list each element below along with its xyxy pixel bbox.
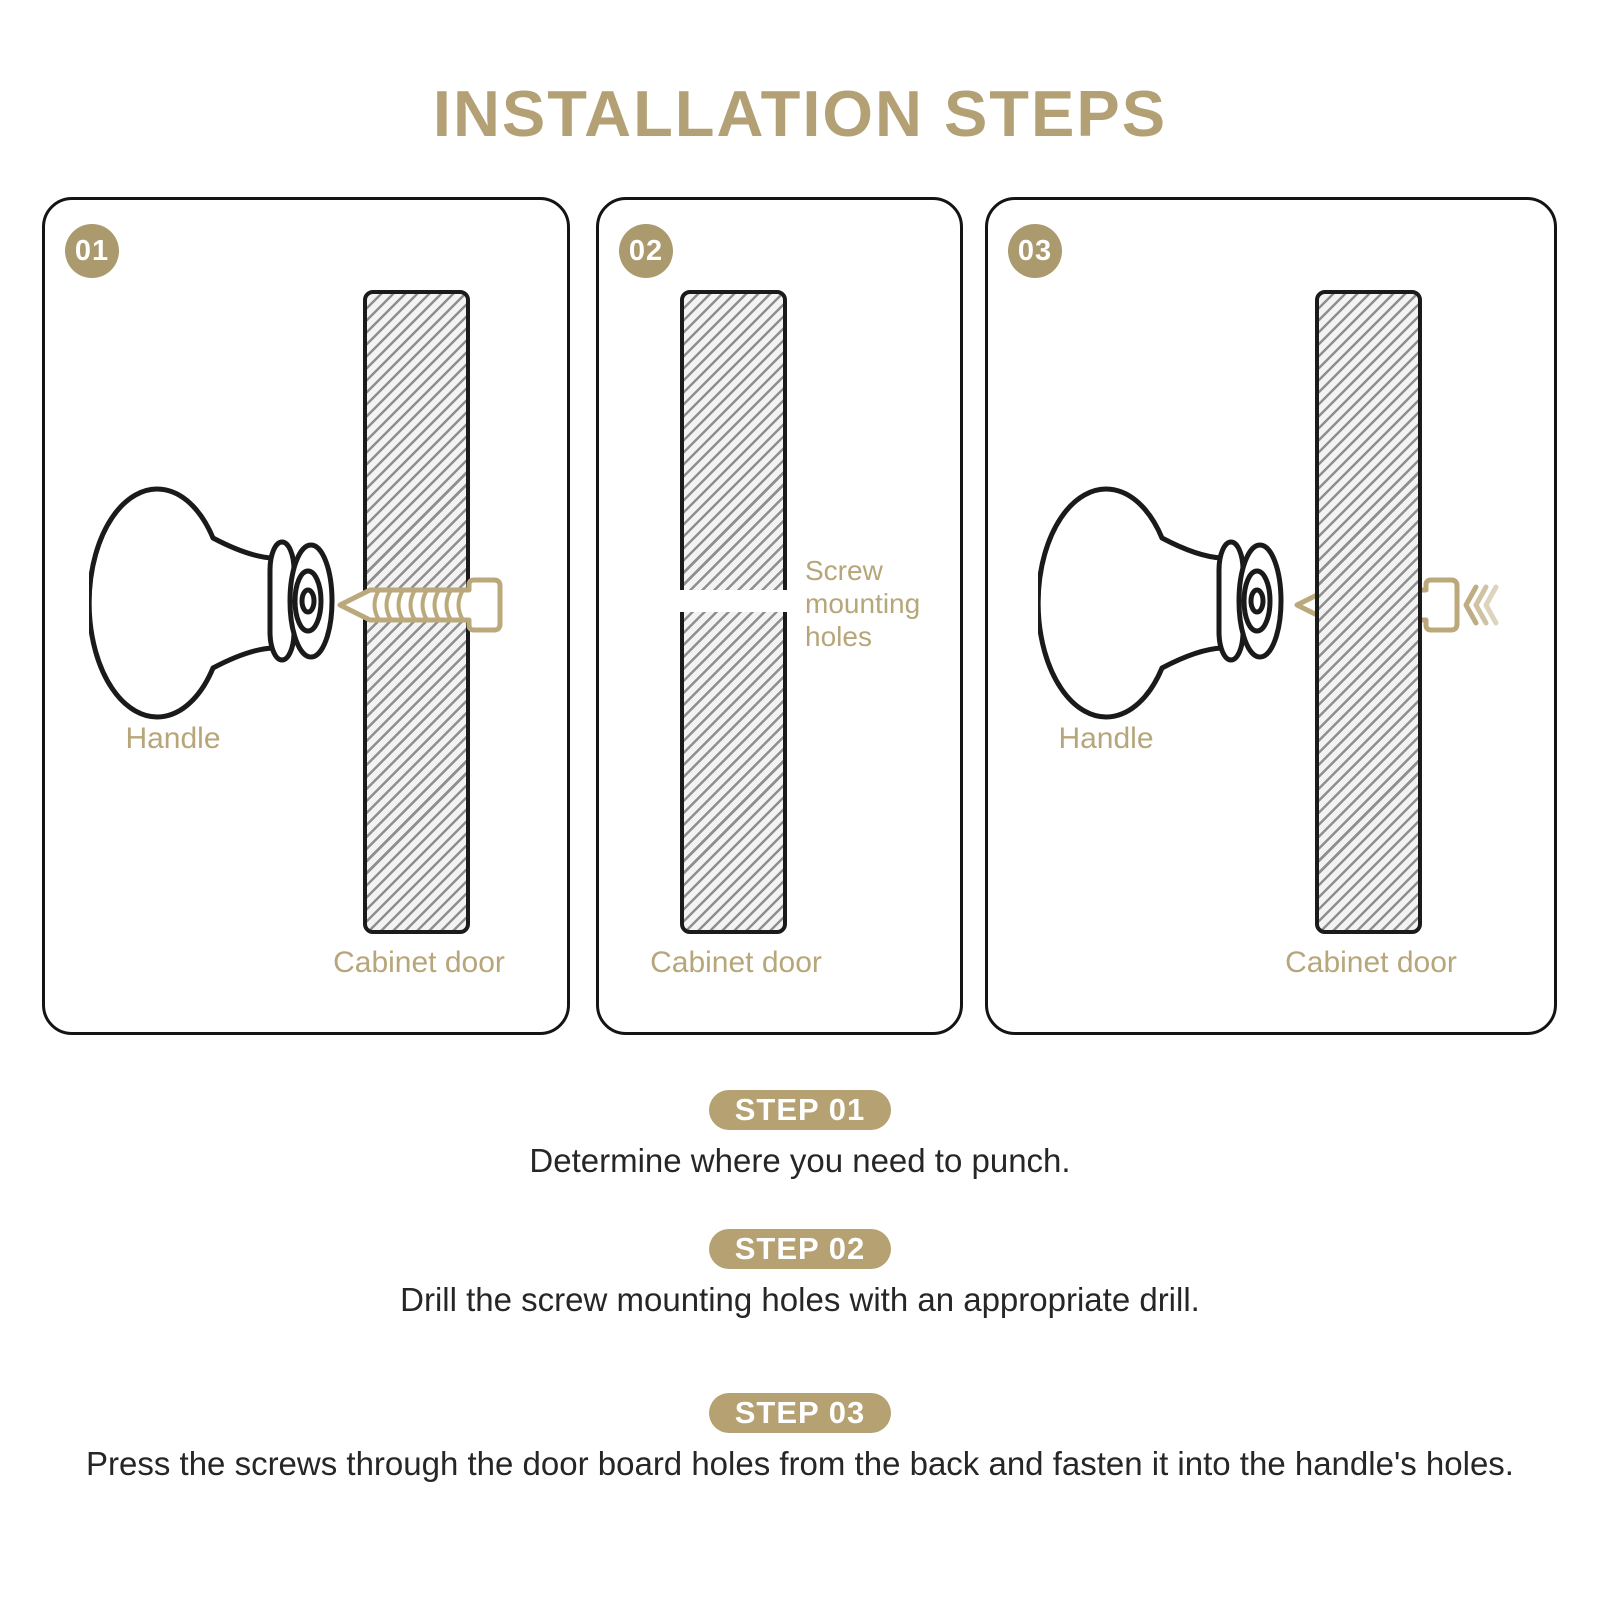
step-03-badge-row: STEP 03 — [0, 1393, 1600, 1433]
step-03-badge: STEP 03 — [708, 1393, 892, 1433]
step-02-badge-row: STEP 02 — [0, 1229, 1600, 1269]
step-02-description: Drill the screw mounting holes with an a… — [400, 1281, 1200, 1318]
cabinet-door-graphic — [678, 290, 789, 934]
panel-number-badge: 01 — [65, 224, 119, 278]
panel-number-badge: 02 — [619, 224, 673, 278]
step-02-badge: STEP 02 — [708, 1229, 892, 1269]
panel-step-02: 02 Screw mounting holes Cabinet door — [596, 197, 963, 1035]
push-direction-chevrons-icon — [1463, 584, 1499, 626]
panel-step-01: 01 Handle Cabinet door — [42, 197, 570, 1035]
cabinet-door-graphic — [1315, 290, 1422, 934]
handle-knob-icon — [1038, 486, 1284, 720]
cabinet-door-label: Cabinet door — [650, 946, 822, 979]
screw-icon — [337, 577, 503, 633]
step-01-description: Determine where you need to punch. — [529, 1142, 1071, 1179]
panel-number-badge: 03 — [1008, 224, 1062, 278]
panel-step-03: 03 Handle Cabinet door — [985, 197, 1557, 1035]
step-03-description: Press the screws through the door board … — [86, 1445, 1514, 1482]
screw-mounting-hole-gap — [678, 590, 789, 612]
cabinet-door-label: Cabinet door — [1285, 946, 1457, 979]
handle-label: Handle — [125, 722, 221, 755]
step-01-badge: STEP 01 — [708, 1090, 892, 1130]
page-title: INSTALLATION STEPS — [432, 77, 1168, 150]
handle-label: Handle — [1058, 722, 1154, 755]
cabinet-door-label: Cabinet door — [333, 946, 505, 979]
screw-mounting-holes-label: Screw mounting holes — [805, 555, 921, 652]
handle-knob-icon — [89, 486, 335, 720]
step-01-badge-row: STEP 01 — [0, 1090, 1600, 1130]
